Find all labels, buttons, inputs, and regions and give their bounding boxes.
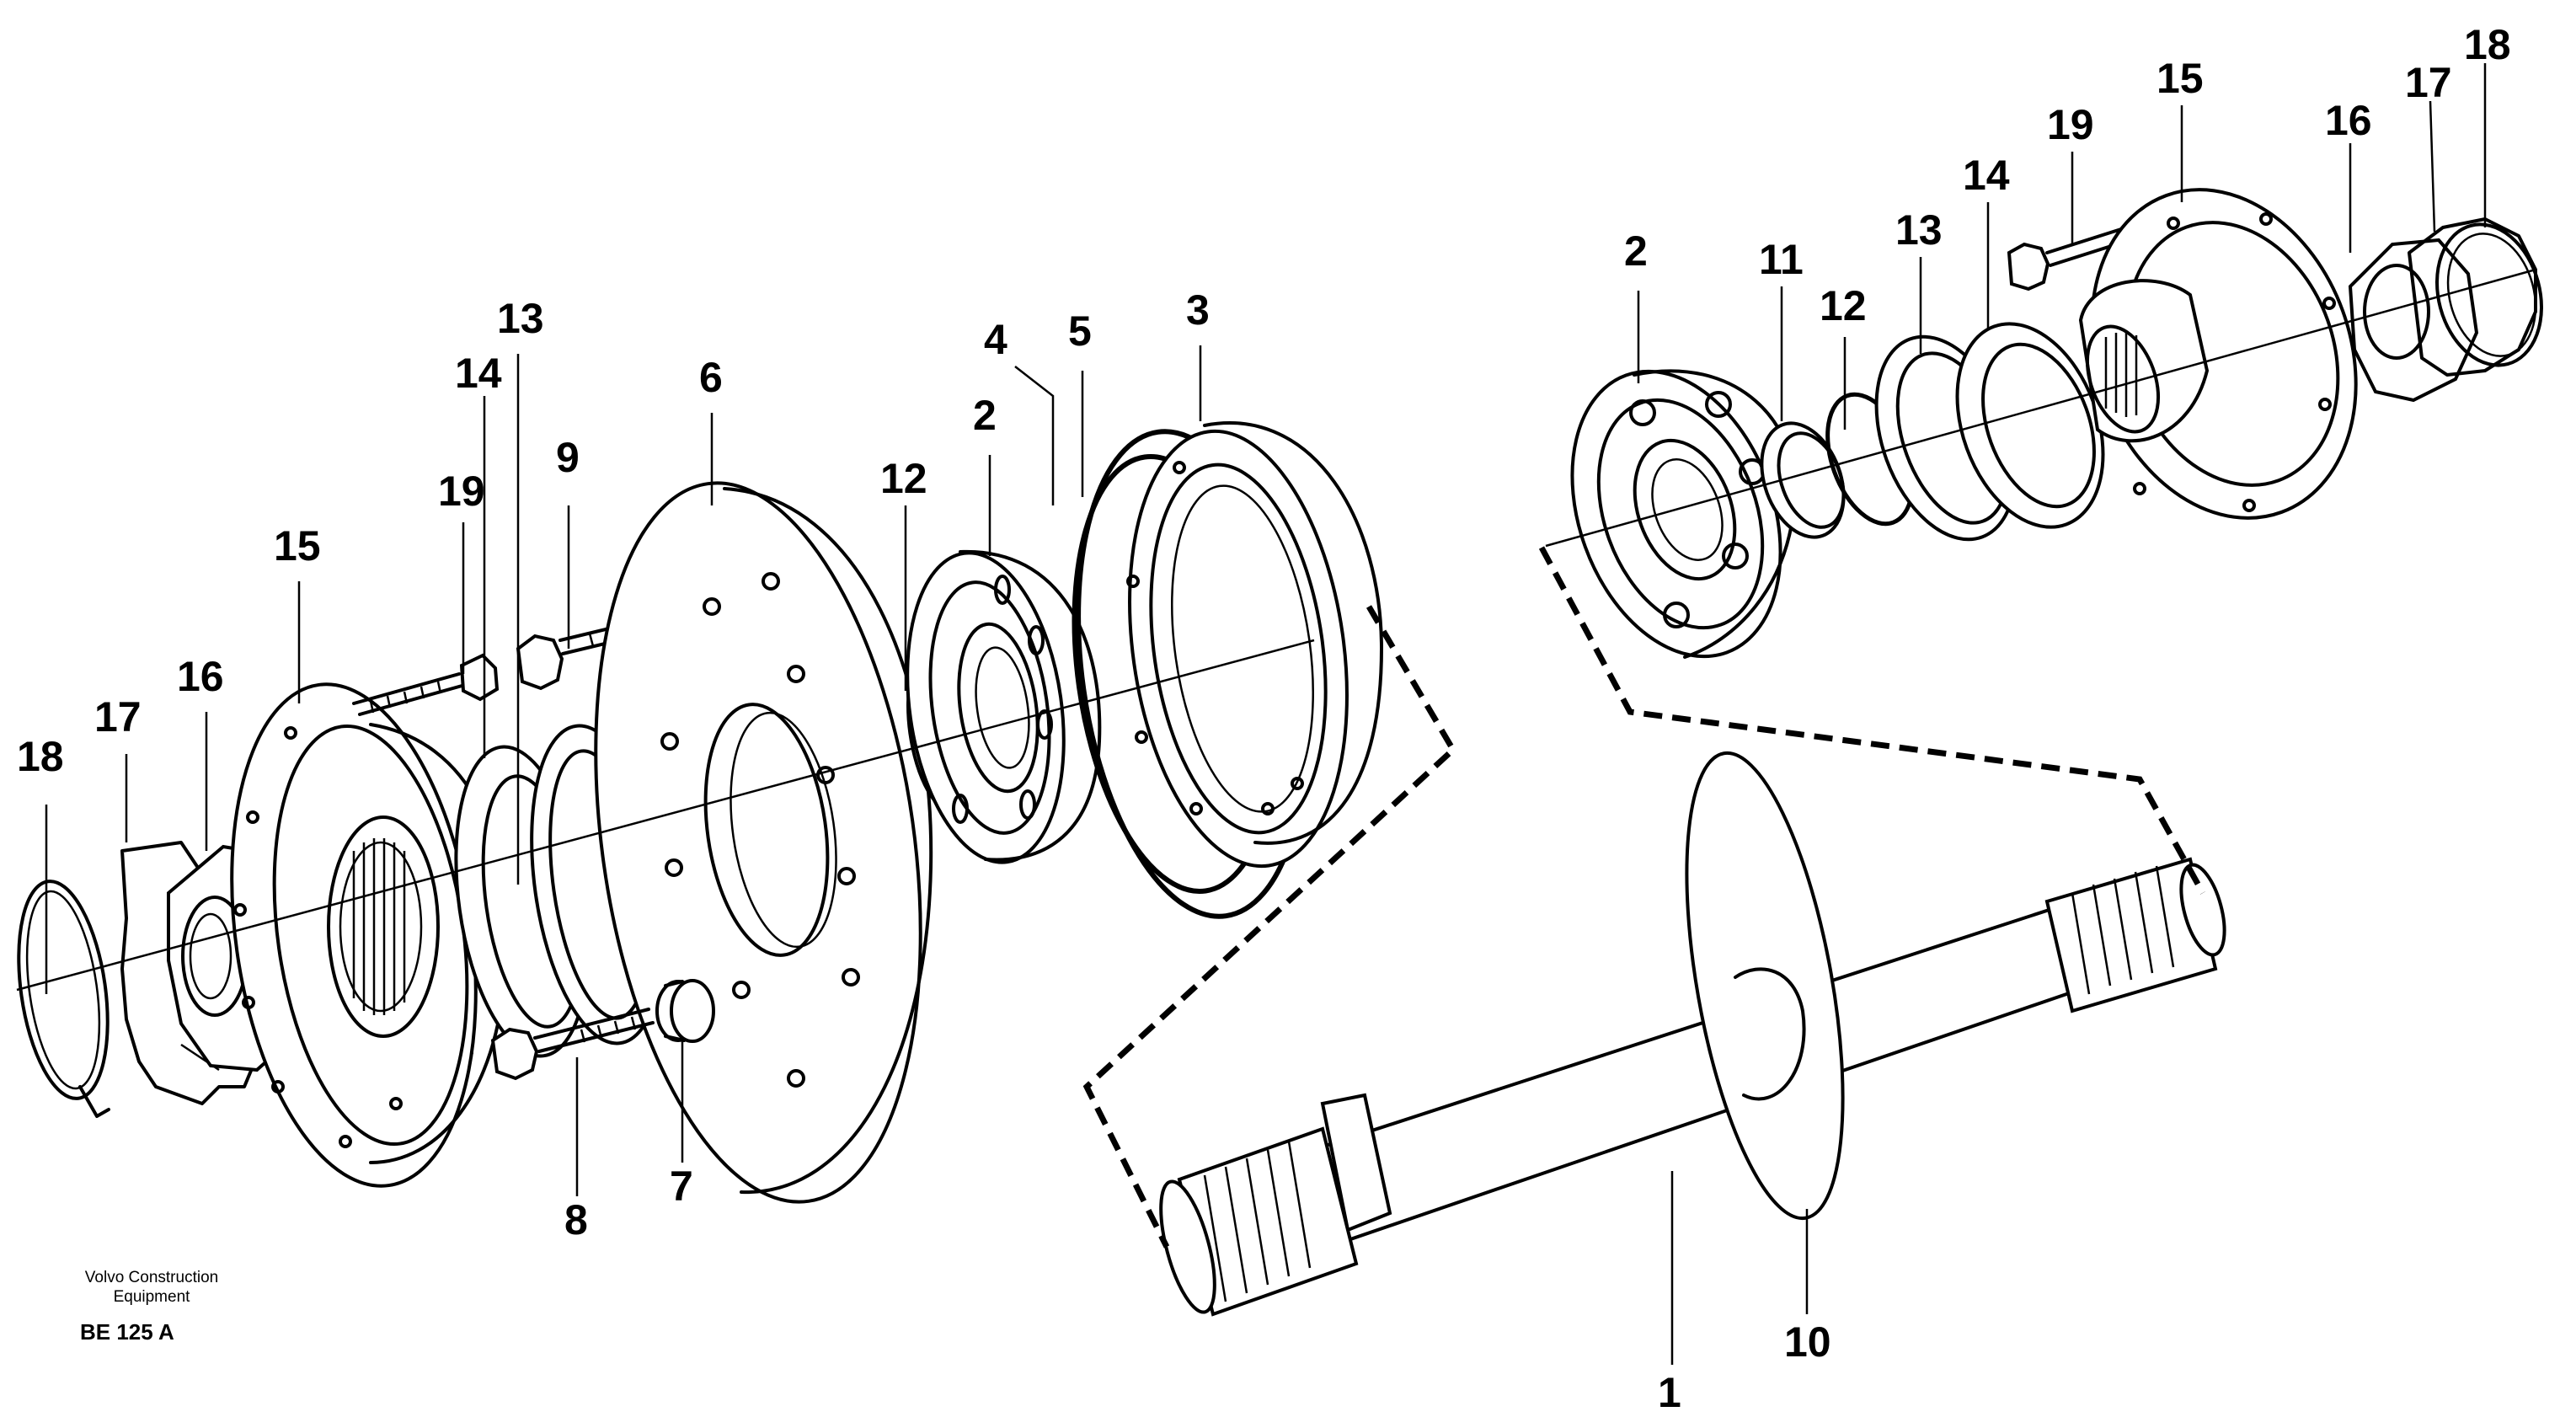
callout-left-9: 9	[556, 434, 580, 481]
callout-left-14: 14	[455, 350, 502, 397]
right-axis-line	[1545, 268, 2536, 548]
right-spacer-part-11	[1760, 421, 1846, 539]
left-flange-spline	[352, 838, 406, 1015]
left-bolt-part-19	[352, 653, 500, 716]
left-flange-part-15	[230, 682, 509, 1188]
callout-left-16: 16	[177, 653, 224, 700]
right-connector-dashed	[1538, 546, 2206, 895]
right-nut-part-16	[2348, 238, 2479, 403]
callout-right-2: 2	[1624, 227, 1648, 275]
figure-code: BE 125 A	[80, 1319, 174, 1345]
left-assembly	[16, 421, 1383, 1204]
callout-labels: 18 17 16 15 19 14 13 9 6 12 2 4 5 3 8 7 …	[17, 21, 2511, 1416]
callout-right-16: 16	[2325, 97, 2372, 144]
callout-shaft-10: 10	[1784, 1318, 1831, 1366]
callout-right-14: 14	[1963, 152, 2010, 199]
callout-left-8: 8	[564, 1196, 588, 1243]
left-plate-part-6	[594, 481, 933, 1204]
callout-left-7: 7	[670, 1163, 693, 1210]
right-flange-part-15	[2078, 188, 2358, 520]
left-bushing-part-7	[655, 979, 715, 1043]
publisher-line-2: Equipment	[114, 1288, 191, 1306]
callout-right-13: 13	[1895, 206, 1943, 254]
callout-right-15: 15	[2156, 55, 2204, 102]
left-housing-part-3	[1126, 421, 1383, 869]
publisher-block: Volvo Construction Equipment BE 125 A	[80, 1269, 218, 1345]
left-circlip-part-18	[17, 880, 110, 1118]
shaft-right-spline	[2044, 857, 2226, 1013]
callout-shaft-1: 1	[1658, 1369, 1681, 1416]
right-assembly	[1545, 188, 2543, 659]
publisher-line-1: Volvo Construction	[85, 1269, 218, 1286]
callout-right-19: 19	[2047, 101, 2094, 148]
right-bearing-part-2	[1570, 369, 1797, 659]
left-connector-dashed	[1082, 605, 1457, 1249]
callout-left-5: 5	[1068, 307, 1092, 355]
left-bolt-part-8	[490, 1008, 655, 1081]
callout-left-4: 4	[984, 316, 1007, 363]
left-bearing-part-2	[906, 549, 1102, 864]
callout-left-15: 15	[274, 522, 321, 569]
callout-left-2: 2	[973, 392, 997, 439]
right-circlip-part-18	[2435, 222, 2543, 367]
callout-left-6: 6	[699, 354, 723, 401]
callout-left-18: 18	[17, 733, 64, 780]
shaft-collar-part-10	[1685, 751, 1845, 1221]
callout-left-19: 19	[438, 468, 485, 515]
callout-left-3: 3	[1186, 286, 1210, 334]
callout-right-11: 11	[1759, 236, 1804, 283]
shaft-left-spline	[1159, 1126, 1359, 1317]
callout-right-17: 17	[2405, 59, 2452, 106]
callout-right-18: 18	[2464, 21, 2511, 68]
left-axis-line	[16, 639, 1315, 992]
callout-left-17: 17	[94, 693, 142, 741]
callout-right-12: 12	[1820, 282, 1867, 329]
callout-left-12: 12	[880, 455, 927, 502]
callout-left-13: 13	[497, 295, 544, 342]
right-bolt-part-19	[2007, 222, 2145, 291]
shaft-assembly	[1159, 751, 2226, 1317]
callout-leaders	[45, 63, 2487, 1365]
